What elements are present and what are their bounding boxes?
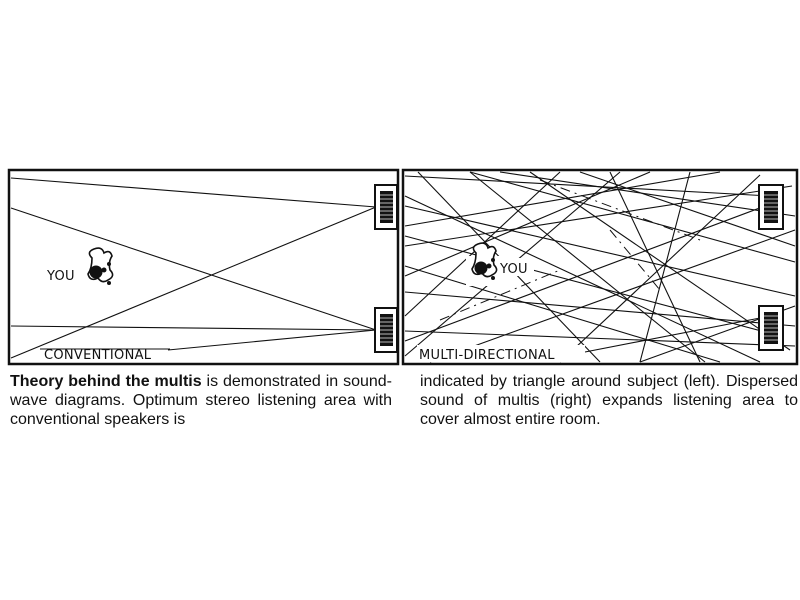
listener-label-right: YOU: [499, 262, 528, 277]
diagram-label-multidirectional: MULTI-DIRECTIONAL: [419, 348, 555, 363]
sound-wave-lines-conventional: [10, 177, 377, 359]
caption-bold-lead: Theory behind the multis: [10, 373, 202, 390]
speaker-bottom-left-panel: [374, 307, 398, 353]
label-backdrop-you: [498, 258, 534, 276]
caption-left-text: is demonstrated in sound-wave diagrams. …: [10, 373, 393, 428]
listener-label-left: YOU: [46, 269, 75, 284]
sound-wave-lines-multidirectional: [404, 171, 796, 363]
diagram-canvas: YOU CONVENTIONAL: [7, 168, 799, 366]
diagram-label-conventional: CONVENTIONAL: [44, 348, 152, 363]
room-outline-conventional: [7, 168, 400, 366]
listener-icon-right: [466, 242, 504, 286]
room-outline-multidirectional: [401, 168, 799, 366]
caption-right: indicated by triangle around subject (le…: [420, 372, 798, 429]
conventional-diagram: YOU CONVENTIONAL: [7, 168, 400, 366]
caption-left: Theory behind the multis is demonstrated…: [10, 372, 392, 429]
speaker-top-left-panel: [374, 184, 398, 230]
speaker-top-right-panel: [758, 184, 784, 230]
multidirectional-diagram: YOU MULTI-DIRECTIONAL: [401, 168, 799, 366]
dashed-wave-lines: [439, 179, 701, 321]
label-backdrop-multidirectional: [417, 345, 585, 362]
speaker-bottom-right-panel: [758, 305, 784, 351]
listener-icon-left: [87, 247, 114, 285]
caption-right-text: indicated by triangle around subject (le…: [420, 373, 798, 428]
